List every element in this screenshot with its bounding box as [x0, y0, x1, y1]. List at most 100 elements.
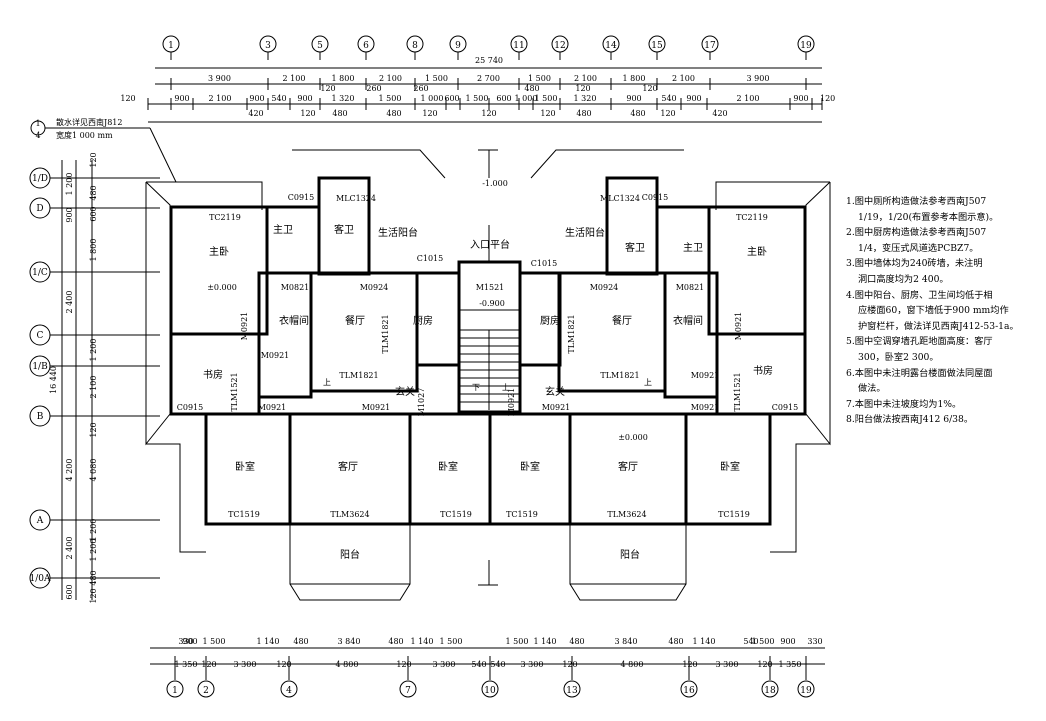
grid-label-bottom: 7	[405, 686, 411, 696]
dim-bot1: 330	[807, 637, 822, 646]
door-window-label: C0915	[642, 193, 668, 202]
grid-bubble-top	[449, 35, 467, 53]
grid-bubble-bottom	[680, 680, 698, 698]
room-label: 主卫	[273, 224, 293, 236]
dim-top2: 1 500	[466, 94, 489, 103]
dim-top3: 120	[540, 109, 555, 118]
grid-label-left: 1/0A	[30, 574, 51, 584]
door-window-label: M0921	[734, 312, 743, 341]
dim-top2: 1 000	[515, 94, 538, 103]
grid-label-top: 3	[265, 41, 271, 51]
grid-label-top: 9	[455, 41, 461, 51]
grid-bubble-top	[551, 35, 569, 53]
door-window-label: 上	[323, 378, 331, 387]
room-label: 生活阳台	[565, 226, 605, 239]
dim-left: 1 200	[65, 173, 74, 196]
dim-top1: 1 500	[425, 74, 448, 83]
door-window-label: TC1519	[506, 510, 538, 519]
grid-bubble-left	[29, 324, 51, 346]
note-line: 300，卧室2 300。	[858, 351, 939, 363]
grid-bubble-bottom	[166, 680, 184, 698]
grid-label-top: 6	[363, 41, 369, 51]
dim-top2: 900	[174, 94, 189, 103]
balcony-edge	[289, 583, 411, 601]
room-label: 客卫	[625, 241, 645, 254]
grid-bubble-top	[357, 35, 375, 53]
wall-stair	[457, 260, 522, 414]
door-window-label: TLM1821	[567, 314, 576, 353]
dim-bot1: 3 840	[338, 637, 361, 646]
room-label: 餐厅	[612, 314, 632, 327]
door-window-label: M1027	[417, 388, 426, 417]
grid-bubble-top	[797, 35, 815, 53]
dim-left: 2 100	[89, 376, 98, 399]
dim-top1: 2 700	[477, 74, 500, 83]
wall-bath	[265, 205, 321, 275]
note-line: 8.阳台做法按西南J412 6/38。	[846, 414, 974, 426]
door-window-label: MLC1324	[600, 194, 640, 203]
note-line: 护窗栏杆，做法详见西南J412-53-1a。	[858, 320, 1019, 332]
dim-top3: 120	[300, 109, 315, 118]
dim-bot1: 1 500	[506, 637, 529, 646]
dim-top-small: 260	[413, 84, 428, 93]
door-window-label: M0821	[281, 283, 310, 292]
grid-bubble-top	[701, 35, 719, 53]
eave	[292, 149, 446, 179]
dim-bot1: 1 500	[752, 637, 775, 646]
door-window-label: TC2119	[736, 213, 768, 222]
dim-top3: 480	[630, 109, 645, 118]
callout-bottom: 4	[35, 131, 40, 140]
dim-top3: 420	[248, 109, 263, 118]
eave	[770, 443, 830, 553]
door-window-label: M0921	[691, 371, 720, 380]
dim-bot2: 3 300	[433, 660, 456, 669]
dim-top-small: 120	[320, 84, 335, 93]
grid-bubble-left	[29, 567, 51, 589]
dim-top3: 120	[660, 109, 675, 118]
dim-top1: 3 900	[208, 74, 231, 83]
door-window-label: TLM3624	[607, 510, 646, 519]
note-line: 应楼面60，窗下墙低于900 mm均作	[858, 305, 1009, 317]
dim-top2: 1 000	[421, 94, 444, 103]
grid-label-left: A	[36, 516, 44, 526]
door-window-label: -0.900	[479, 299, 505, 308]
room-label: 书房	[753, 364, 773, 377]
note-line: 1/4，变压式风道选PCBZ7。	[858, 242, 979, 254]
note-line: 1.图中厕所构造做法参考西南J507	[846, 196, 987, 207]
dim-top1: 1 800	[332, 74, 355, 83]
dim-left: 600	[65, 584, 74, 599]
room-label: 卧室	[520, 460, 540, 473]
dim-top2: 540	[661, 94, 676, 103]
dim-top-small: 120	[642, 84, 657, 93]
dim-bot1: 900	[182, 637, 197, 646]
dim-bot2: 120	[562, 660, 577, 669]
grid-label-top: 5	[317, 41, 323, 51]
door-window-label: -1.000	[482, 179, 508, 188]
grid-label-left: 1/B	[32, 362, 48, 372]
dim-bot2: 540	[471, 660, 486, 669]
grid-label-top: 19	[800, 41, 812, 51]
dim-bot2: 120	[757, 660, 772, 669]
dim-top2: 1 320	[332, 94, 355, 103]
room-label: 厨房	[413, 314, 433, 327]
dim-left: 4 080	[89, 459, 98, 482]
dim-bot1: 1 140	[534, 637, 557, 646]
grid-bubble-bottom	[197, 680, 215, 698]
dim-left: 120	[89, 588, 98, 603]
door-window-label: TLM1521	[230, 372, 239, 411]
dim-overall: 25 740	[475, 56, 503, 65]
eave	[530, 149, 684, 179]
note-line: 4.图中阳台、厨房、卫生间均低于相	[846, 289, 993, 301]
door-window-label: ±0.000	[618, 433, 648, 442]
grid-label-bottom: 4	[286, 686, 292, 696]
dim-top1: 1 500	[528, 74, 551, 83]
dim-top3: 480	[576, 109, 591, 118]
dim-bot2: 3 300	[716, 660, 739, 669]
wall-balcony-r	[569, 523, 687, 585]
wall-bath-r	[655, 205, 711, 275]
room-label: 卧室	[720, 460, 740, 473]
grid-bubble-top	[648, 35, 666, 53]
callout-text: 宽度1 000 mm	[56, 130, 113, 140]
dim-bot2: 540	[490, 660, 505, 669]
dim-top2: 900	[626, 94, 641, 103]
